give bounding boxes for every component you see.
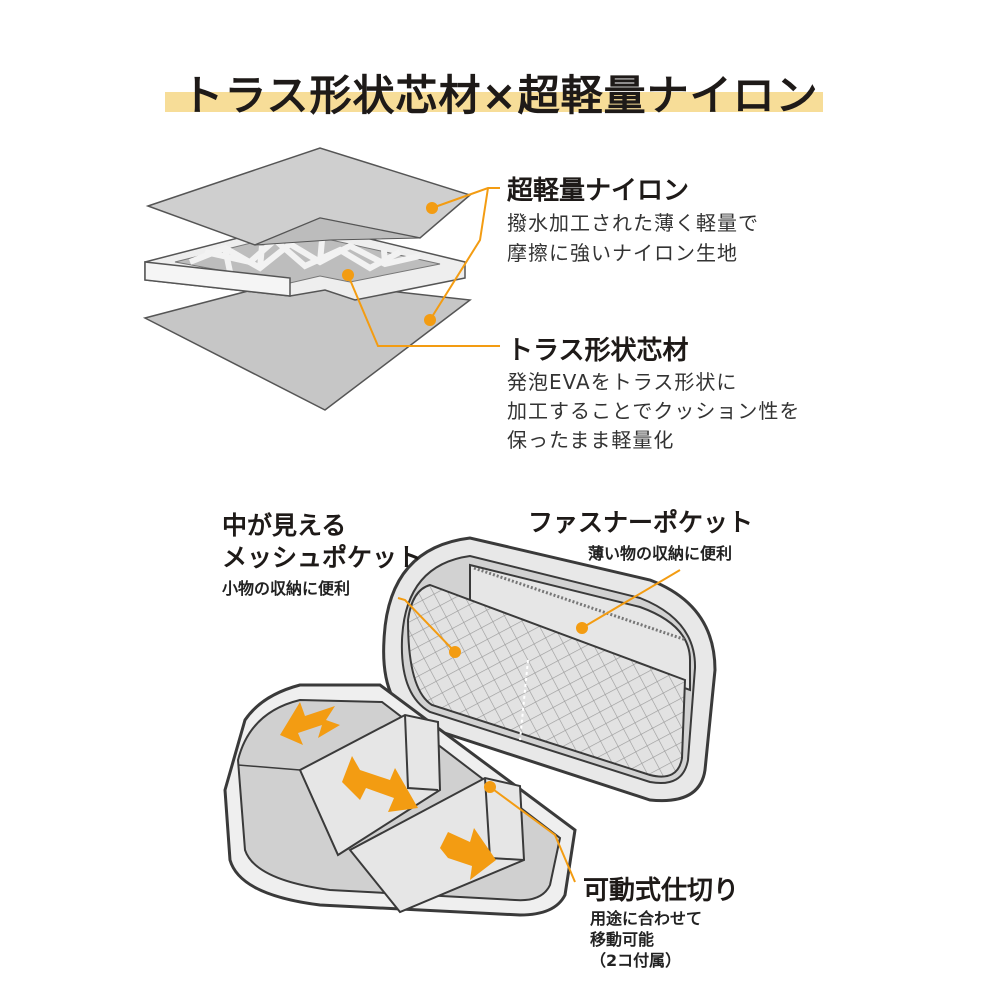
mesh-pocket bbox=[406, 583, 687, 778]
divider-description: 用途に合わせて 移動可能 （2コ付属） bbox=[590, 908, 702, 971]
nylon-description: 撥水加工された薄く軽量で 摩擦に強いナイロン生地 bbox=[507, 208, 759, 268]
mesh-pocket-heading-line: 中が見える bbox=[222, 511, 347, 540]
truss-description-line: 保ったまま軽量化 bbox=[507, 428, 675, 452]
truss-heading: トラス形状芯材 bbox=[507, 336, 689, 366]
divider-heading: 可動式仕切り bbox=[583, 876, 740, 906]
divider-2 bbox=[348, 776, 526, 914]
divider-description-line: （2コ付属） bbox=[590, 951, 682, 970]
case-illustration bbox=[223, 536, 717, 917]
nylon-description-line: 撥水加工された薄く軽量で bbox=[507, 211, 759, 235]
layer-diagram bbox=[142, 147, 500, 411]
truss-description: 発泡EVAをトラス形状に 加工することでクッション性を 保ったまま軽量化 bbox=[507, 368, 800, 455]
nylon-heading: 超軽量ナイロン bbox=[507, 176, 690, 206]
truss-core-layer bbox=[144, 221, 466, 301]
title-highlight-band bbox=[165, 92, 823, 112]
zipper-pocket-heading: ファスナーポケット bbox=[528, 508, 754, 537]
mesh-pocket-heading-line: メッシュポケット bbox=[222, 543, 423, 572]
nylon-description-line: 摩擦に強いナイロン生地 bbox=[507, 241, 738, 265]
page-title: トラス形状芯材×超軽量ナイロン bbox=[181, 71, 819, 120]
case-lid bbox=[382, 536, 717, 803]
move-arrows bbox=[280, 702, 496, 880]
case-base bbox=[223, 683, 577, 917]
divider-description-line: 移動可能 bbox=[590, 930, 655, 949]
truss-description-line: 加工することでクッション性を bbox=[507, 399, 801, 423]
divider-description-line: 用途に合わせて bbox=[590, 909, 703, 928]
mesh-pocket-description: 小物の収納に便利 bbox=[222, 579, 351, 598]
mesh-pocket-heading: 中が見える メッシュポケット bbox=[222, 510, 422, 574]
truss-description-line: 発泡EVAをトラス形状に bbox=[507, 370, 738, 394]
bottom-nylon-sheet bbox=[142, 279, 472, 411]
zipper-pocket-description: 薄い物の収納に便利 bbox=[588, 544, 733, 563]
